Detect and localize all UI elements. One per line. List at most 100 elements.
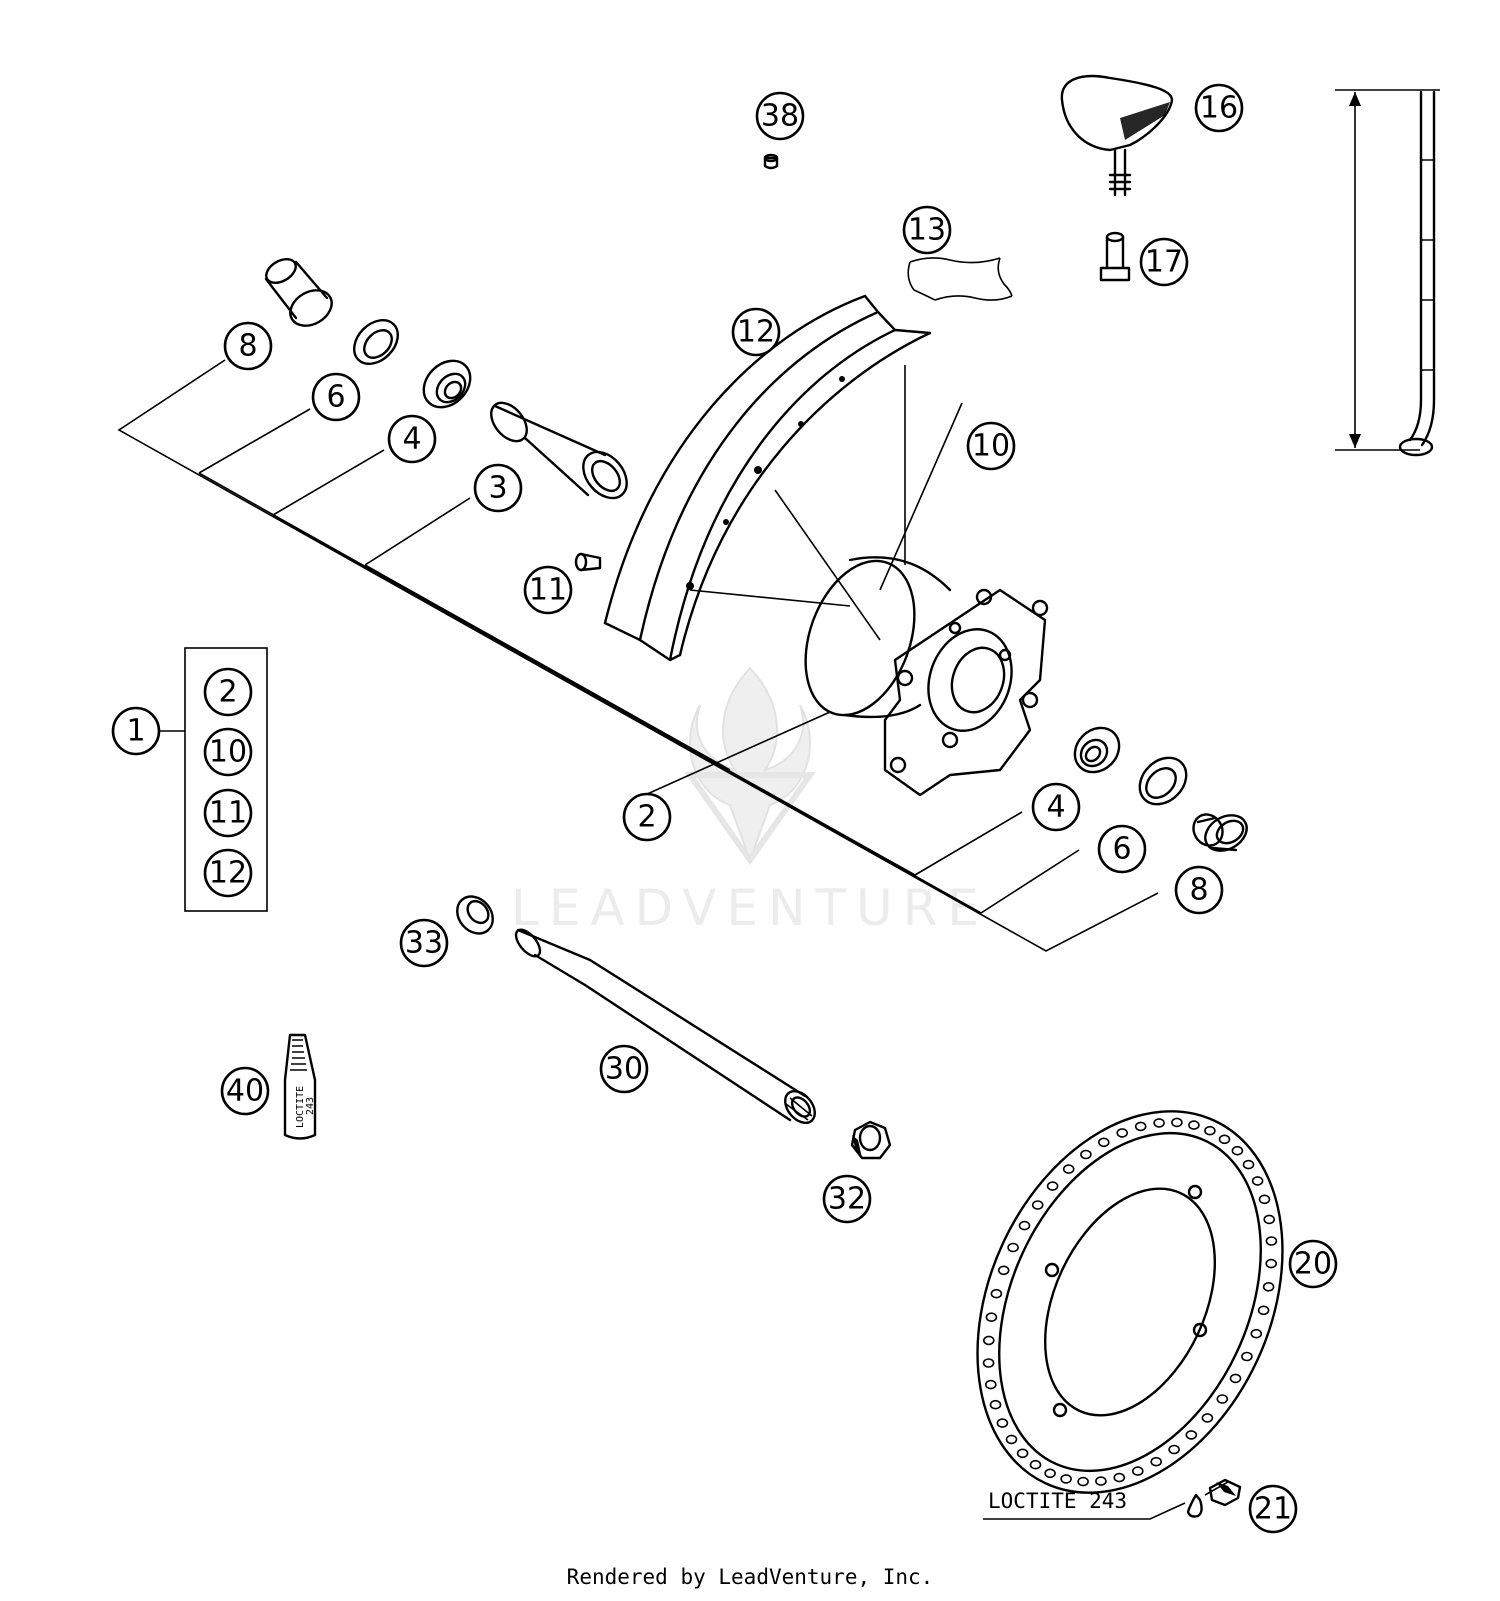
leader-21 — [1204, 1481, 1229, 1496]
callout-6b: 6 — [1097, 824, 1147, 874]
callout-13: 13 — [902, 205, 952, 255]
disc-hole — [1265, 1258, 1277, 1269]
part-8-spacer-right — [1192, 813, 1248, 852]
leader-6 — [198, 408, 311, 474]
disc-hole — [1204, 1125, 1216, 1136]
leader-3-long — [364, 564, 731, 771]
watermark-text: LEADVENTURE — [511, 879, 989, 937]
disc-hole — [1257, 1305, 1270, 1316]
disc-hole — [1168, 1444, 1180, 1455]
disc-hole — [1262, 1282, 1275, 1292]
watermark-flame-icon — [689, 666, 811, 863]
svg-text:2: 2 — [218, 675, 237, 710]
callout-3: 3 — [473, 463, 523, 513]
part-13-rim-tape — [907, 257, 1013, 301]
callout-2: 2 — [622, 792, 672, 842]
disc-hole — [1265, 1236, 1278, 1246]
svg-text:8: 8 — [238, 329, 257, 364]
disc-hole — [985, 1312, 998, 1322]
loctite-note: LOCTITE 243 — [988, 1489, 1127, 1513]
part-3-distance-sleeve — [490, 401, 628, 500]
callout-8: 8 — [223, 321, 273, 371]
disc-hole — [1029, 1459, 1042, 1470]
disc-hole — [1132, 1466, 1144, 1476]
svg-text:6: 6 — [326, 380, 345, 415]
callout-21: 21 — [1248, 1484, 1298, 1534]
svg-text:17: 17 — [1145, 245, 1183, 280]
part-17-valve-nut — [1099, 231, 1131, 282]
part-21-disc-bolt — [1208, 1478, 1242, 1507]
svg-text:38: 38 — [761, 99, 799, 134]
part-10-spokes — [689, 365, 963, 641]
svg-text:11: 11 — [529, 573, 567, 608]
disc-hole — [1153, 1118, 1165, 1128]
part-12-rim — [603, 294, 932, 662]
part-11-spoke-nipple — [574, 552, 602, 572]
svg-text:10: 10 — [972, 429, 1010, 464]
disc-hole — [1231, 1145, 1244, 1156]
part-4-bearing-right — [1073, 726, 1121, 774]
svg-text:33: 33 — [405, 926, 443, 961]
part-8-spacer-left — [264, 258, 333, 327]
svg-text:4: 4 — [1046, 790, 1065, 825]
svg-text:2: 2 — [637, 800, 656, 835]
disc-hole — [1098, 1137, 1110, 1148]
svg-text:30: 30 — [605, 1052, 643, 1087]
part-40-loctite-tube: LOCTITE 243 — [283, 1033, 317, 1140]
disc-hole — [1188, 1120, 1200, 1130]
disc-hole — [982, 1358, 995, 1368]
svg-text:16: 16 — [1200, 91, 1238, 126]
disc-hole — [1062, 1164, 1075, 1174]
leader-8 — [117, 359, 1159, 952]
disc-hole — [1258, 1194, 1271, 1205]
svg-text:6: 6 — [1112, 832, 1131, 867]
svg-text:1: 1 — [126, 714, 145, 749]
disc-hole — [990, 1288, 1003, 1299]
callout-box-12: 12 — [203, 848, 253, 898]
svg-text:32: 32 — [828, 1182, 866, 1217]
disc-hole — [1113, 1472, 1126, 1483]
disc-hole — [1095, 1476, 1107, 1486]
callout-17: 17 — [1139, 237, 1189, 287]
part-20-brake-disc — [976, 1110, 1284, 1494]
disc-hole — [982, 1335, 995, 1346]
callout-box-10: 10 — [203, 727, 253, 777]
part-33-nut — [456, 895, 494, 935]
disc-hole — [1005, 1434, 1018, 1445]
callout-11: 11 — [523, 565, 573, 615]
part-30-axle — [514, 928, 816, 1124]
svg-text:11: 11 — [209, 796, 247, 831]
disc-hole — [1060, 1474, 1072, 1484]
callout-33: 33 — [399, 918, 449, 968]
callout-4: 4 — [387, 414, 437, 464]
svg-text:12: 12 — [737, 315, 775, 350]
disc-hole — [1263, 1214, 1275, 1225]
disc-hole — [1046, 1181, 1059, 1191]
callout-16: 16 — [1194, 83, 1244, 133]
disc-hole — [1116, 1128, 1128, 1138]
watermark: LEADVENTURE — [511, 666, 989, 937]
disc-hole — [1007, 1242, 1019, 1253]
svg-text:3: 3 — [488, 471, 507, 506]
callout-32: 32 — [822, 1174, 872, 1224]
callout-38: 38 — [755, 91, 805, 141]
spoke-length-gauge — [1335, 89, 1440, 457]
disc-hole — [1251, 1176, 1264, 1186]
disc-hole — [1250, 1328, 1263, 1339]
svg-text:12: 12 — [209, 856, 247, 891]
part-4-bearing-left — [422, 359, 472, 409]
disc-hole — [1080, 1149, 1092, 1160]
part-16-valve-cap — [1060, 74, 1174, 197]
callout-30: 30 — [599, 1044, 649, 1094]
leader-4 — [272, 449, 385, 516]
part-6-seal-right — [1138, 756, 1188, 806]
tube-label-line2: 243 — [305, 1097, 316, 1115]
watermark-v-icon — [684, 772, 816, 866]
disc-hole — [1171, 1117, 1183, 1128]
leader-6b — [980, 849, 1080, 914]
part-32-axle-bolt — [850, 1120, 892, 1160]
part-2-hub — [804, 556, 1049, 797]
part-38-plug — [763, 153, 779, 170]
disc-hole — [996, 1418, 1009, 1428]
